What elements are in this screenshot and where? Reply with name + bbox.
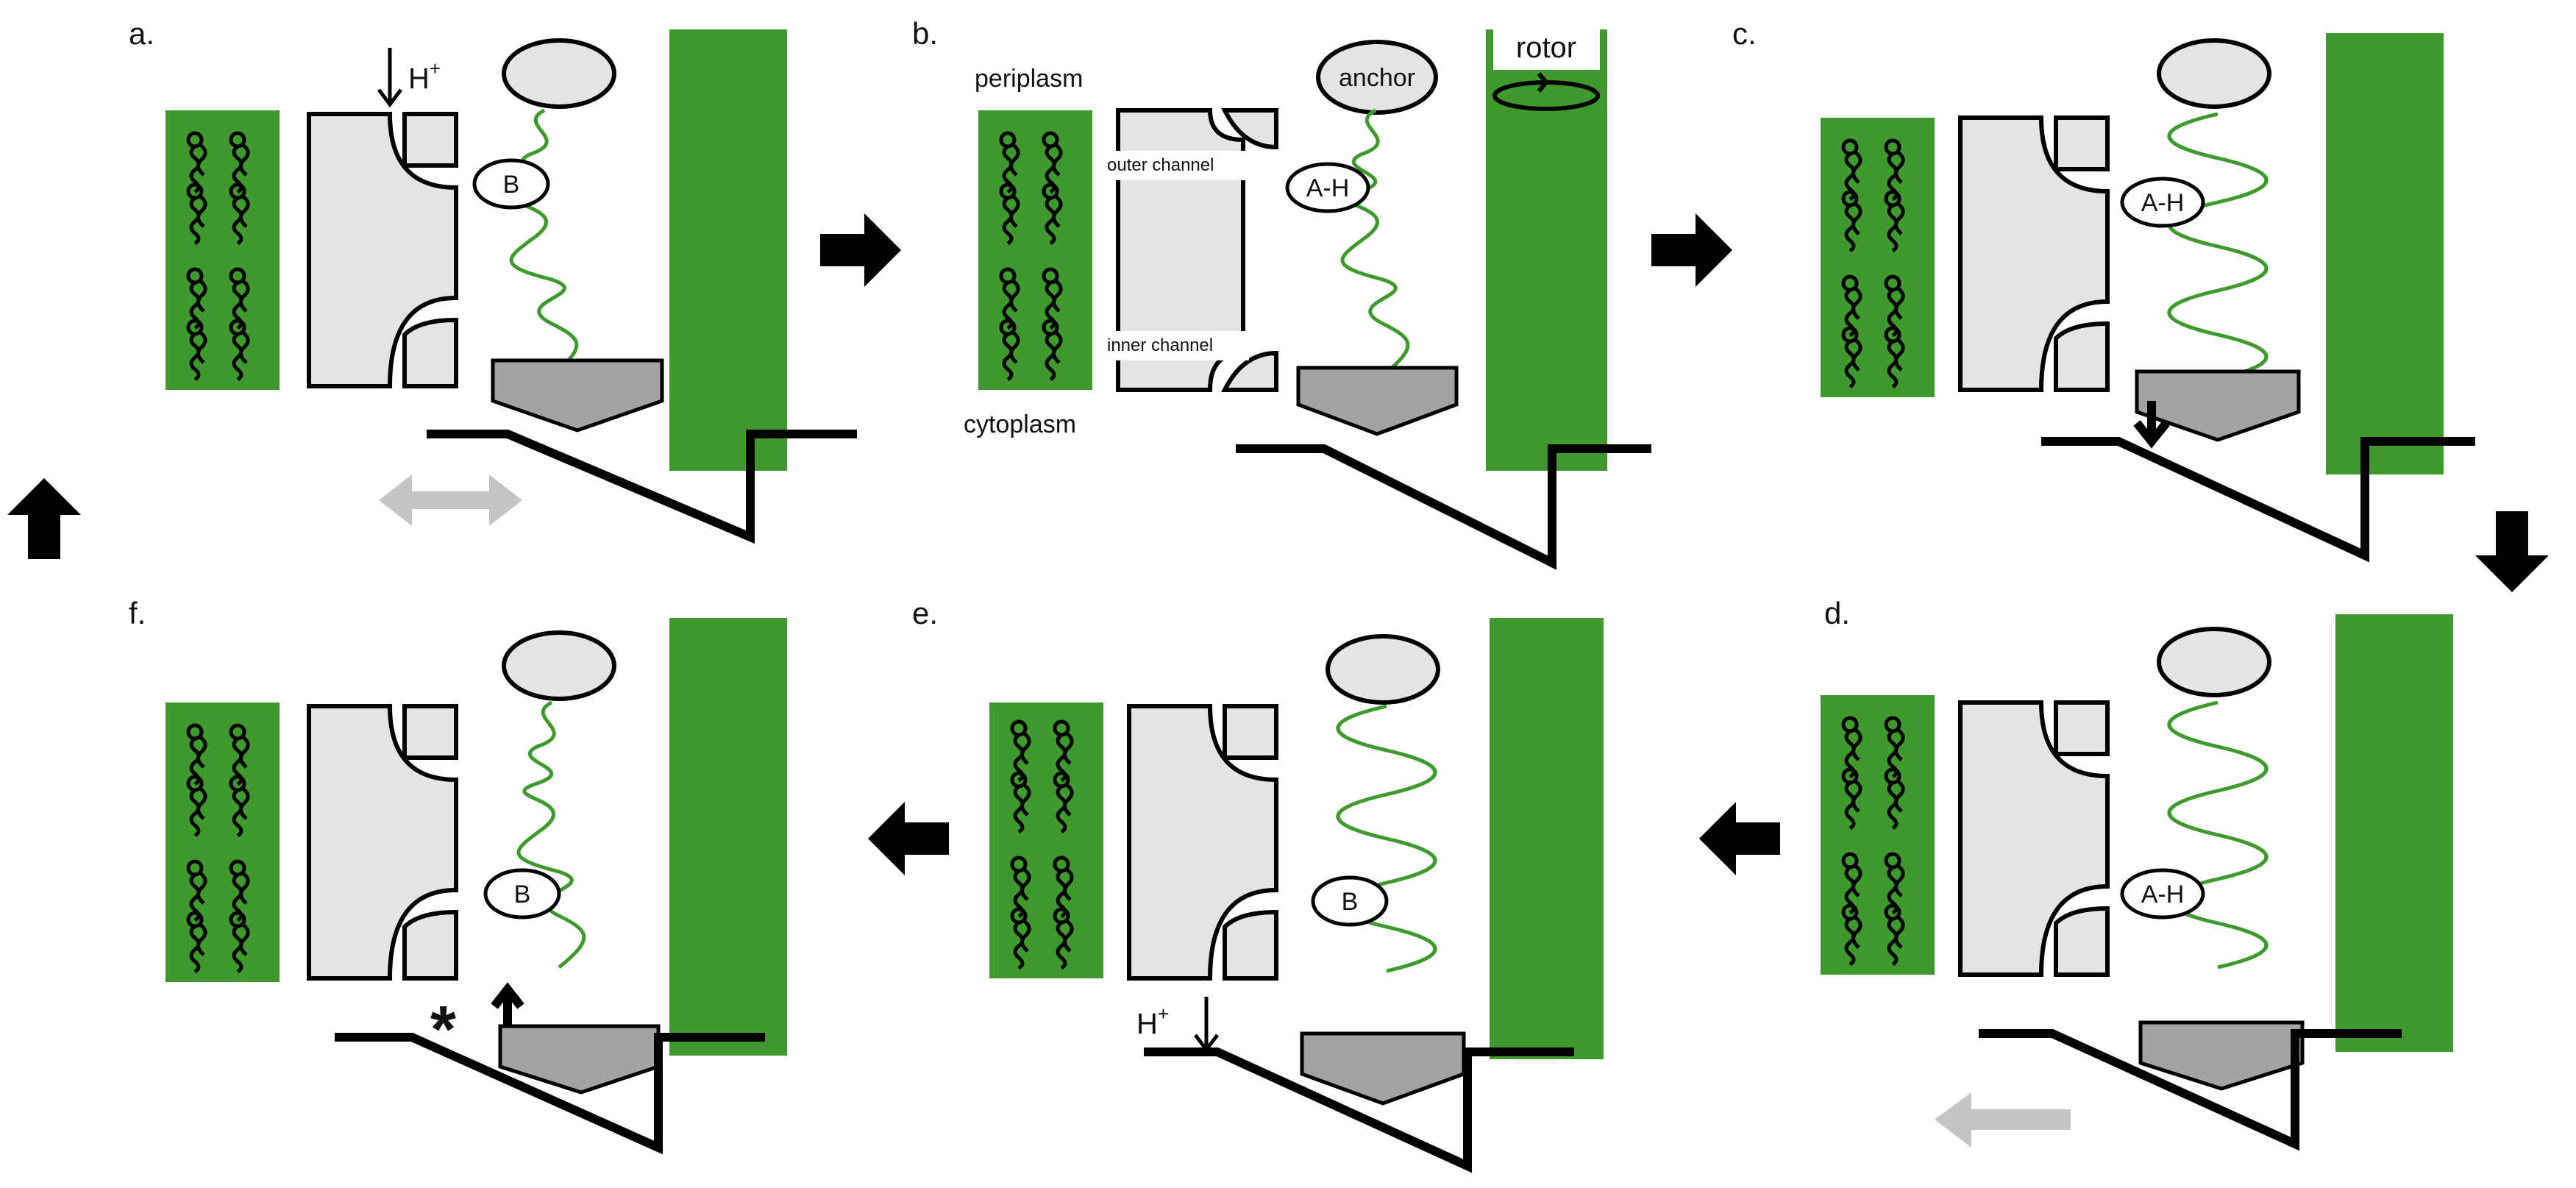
conformation-line [2041,437,2475,563]
rotor-label: rotor [1516,32,1576,64]
inner-channel-label: inner channel [1107,335,1213,355]
inner-channel-label-bg [1102,331,1249,360]
shift-left-arrow [1935,1092,2071,1148]
rotor-block [1490,618,1604,1059]
panel-letter: c. [1732,16,1757,51]
anchor-domain [2157,38,2271,109]
conformation-line [335,1033,765,1155]
conformation-line [1144,1047,1574,1173]
stator-protein [309,706,456,978]
binding-site [483,868,561,920]
flow-arrow-right [820,213,901,287]
site-label: A-H [2141,189,2185,217]
conformation-line [1236,444,1651,570]
proton-entry-arrow [1194,997,1219,1053]
proton-label: H+ [1136,1003,1169,1040]
membrane-block [166,703,280,982]
rotor-block [669,29,787,471]
binding-site [472,158,550,210]
membrane-block [1821,118,1935,397]
plug-domain [491,358,664,433]
site-label: A-H [2141,881,2185,908]
panel-letter: b. [912,16,938,51]
binding-site [1285,162,1370,213]
anchor-label: anchor [1339,64,1415,92]
plug-domain [498,1024,661,1095]
region-top-label: periplasm [975,65,1083,93]
membrane-block [166,110,280,390]
proton-entry-arrow [377,48,402,108]
linker-helix [1338,706,1435,971]
membrane-block [989,703,1103,978]
linker-helix [1342,110,1408,375]
outer-channel-label: outer channel [1107,155,1214,175]
site-label: B [1342,888,1359,916]
rotor-label-bg [1493,29,1600,70]
anchor-domain [502,630,616,701]
anchor-domain [1326,634,1440,705]
stator-protein [309,114,456,386]
plug-down-arrow [2133,401,2170,449]
flow-arrow-left [1699,802,1780,875]
flow-arrow-right [1651,213,1732,287]
stator-protein [1960,118,2107,390]
plug-domain [1296,366,1459,436]
plug-domain [1300,1031,1466,1106]
rotor-block [2335,614,2453,1052]
panel-a: a. B H+ [129,16,857,544]
linker-helix [2169,703,2266,967]
conformation-line [1979,1029,2402,1151]
panel-letter: d. [1824,596,1850,630]
binding-site [2120,868,2205,920]
site-label: B [514,881,531,908]
anchor-domain [2157,627,2271,697]
panel-letter: e. [912,596,938,630]
rotor-block [2326,33,2444,474]
marker-asterisk: * [430,993,456,1067]
stator-protein [1960,703,2107,975]
linker-helix [2169,114,2266,379]
linker-helix [511,110,577,375]
binding-site [1311,875,1389,927]
flow-arrow-left [868,802,949,875]
anchor-domain [1316,40,1438,115]
panel-d: d. A-H [1821,596,2453,1151]
membrane-block [1821,695,1935,975]
double-arrow-icon [379,474,522,526]
rotor-rotation-icon [1492,72,1600,111]
panel-f: f. B * [129,596,787,1155]
site-label: B [503,171,520,199]
panel-c: c. A-H [1732,16,2475,563]
site-label: A-H [1306,174,1350,202]
plug-domain [2138,1020,2305,1091]
region-bottom-label: cytoplasm [964,410,1076,438]
plug-up-arrow [491,982,524,1026]
panel-letter: a. [129,16,154,51]
flow-arrow-down [2475,511,2549,592]
proton-label: H+ [408,57,441,95]
conformation-line [427,430,857,544]
linker-helix [519,703,584,967]
panel-e: e. B H+ [912,596,1604,1173]
stator-protein [1129,706,1276,978]
rotor-block [1486,29,1607,471]
panel-letter: f. [129,596,146,630]
membrane-block [978,110,1092,390]
binding-site [2120,177,2205,228]
panel-b: b. periplasm cytoplasm outer channel inn… [912,16,1651,570]
anchor-domain [502,38,616,109]
outer-channel-label-bg [1102,151,1249,180]
flow-arrow-up [7,478,81,559]
plug-domain [2135,369,2301,442]
rotor-block [669,618,787,1056]
